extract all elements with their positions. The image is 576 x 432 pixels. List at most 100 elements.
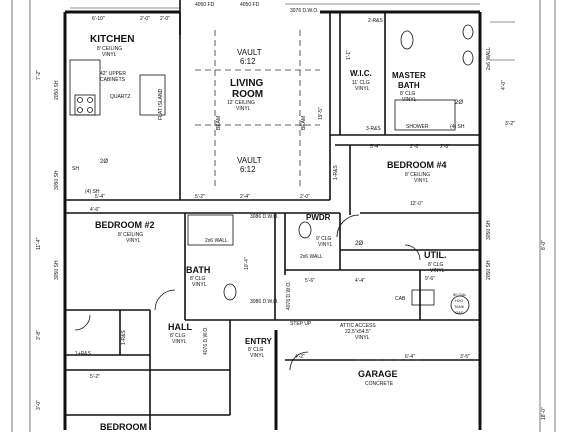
wall-tag-2: 2x6 WALL bbox=[205, 238, 228, 244]
room-name-kitchen: KITCHEN bbox=[90, 34, 134, 45]
beam-label-right: BEAM bbox=[301, 116, 307, 130]
room-name-garage: GARAGE bbox=[358, 369, 398, 379]
kitchen-fixtures bbox=[69, 59, 166, 116]
room-name-hall: HALL bbox=[168, 322, 192, 332]
outlet-tag-3: 2Ø bbox=[355, 241, 363, 247]
room-name-master-bath: MASTER bbox=[392, 71, 426, 80]
window-tag-4: 2050 SH bbox=[54, 80, 60, 100]
dim-20: 9'-6" bbox=[425, 276, 435, 282]
master-bath-floor: VINYL bbox=[402, 97, 417, 103]
living-ceiling: 12' CEILING bbox=[227, 100, 255, 106]
dim-15: 19'-5" bbox=[318, 107, 324, 120]
attic-floor-label: VINYL bbox=[355, 335, 370, 341]
dim-6: 5'-4" bbox=[370, 144, 380, 150]
vault-bottom-pitch: 6:12 bbox=[240, 165, 256, 174]
vault-top-pitch: 6:12 bbox=[240, 57, 256, 66]
kitchen-ceiling: 8' CEILING bbox=[97, 46, 122, 52]
dim-4: 2'-6" bbox=[410, 144, 420, 150]
step-up-label: STEP UP bbox=[290, 321, 312, 327]
bedroom-2-floor: VINYL bbox=[126, 238, 141, 244]
window-tag-1: 3050 SH bbox=[54, 260, 60, 280]
door-tag-3: 3086 D.W.O. bbox=[250, 299, 279, 305]
dim-2: 2'-0" bbox=[140, 16, 150, 22]
window-tag-2: 3050 SH bbox=[486, 220, 492, 240]
water-heater-3: TANK bbox=[454, 304, 465, 309]
room-name-living-2: ROOM bbox=[232, 89, 263, 100]
attic-size-label: 22.5"x54.5" bbox=[345, 329, 371, 335]
garage-floor: CONCRETE bbox=[365, 381, 394, 387]
dim-18: 5'-6" bbox=[305, 278, 315, 284]
pwdr-floor: VINYL bbox=[318, 242, 333, 248]
dim-27: 3'-0" bbox=[36, 400, 42, 410]
quartz-label: QUARTZ bbox=[110, 94, 130, 100]
interior-walls bbox=[65, 0, 480, 430]
sh-tag: SH bbox=[72, 166, 79, 172]
cab-label: CAB bbox=[395, 296, 406, 302]
rod-shelf-2: 3-R&S bbox=[366, 126, 381, 132]
beam-label-left: BEAM bbox=[216, 116, 222, 130]
bedroom-4-ceiling: 8' CEILING bbox=[405, 172, 430, 178]
dim-23: 6'-4" bbox=[405, 354, 415, 360]
water-heater-4: GAS bbox=[455, 310, 464, 315]
door-tag-7: 4076 D.W.O. bbox=[286, 281, 292, 310]
flat-island-label: FLAT ISLAND bbox=[158, 88, 164, 120]
dim-8: 3'-5" bbox=[460, 354, 470, 360]
dimension-lines bbox=[11, 0, 556, 432]
dim-26: 3'-8" bbox=[36, 330, 42, 340]
bath-floor: VINYL bbox=[192, 282, 207, 288]
rod-shelf-3: 1-R&S bbox=[333, 165, 339, 180]
entry-floor: VINYL bbox=[250, 353, 265, 359]
dim-19: 4'-4" bbox=[355, 278, 365, 284]
dim-9: 7'-2" bbox=[36, 70, 42, 80]
room-name-pwdr: PWDR bbox=[306, 213, 331, 222]
upper-cabinets-label: 42" UPPER bbox=[100, 71, 126, 77]
dim-10: 11'-4" bbox=[36, 237, 42, 250]
shelf-label-master: (4) SH bbox=[450, 124, 465, 130]
rod-shelf-1: 2-R&S bbox=[368, 18, 383, 24]
room-name-bedroom-2: BEDROOM #2 bbox=[95, 220, 155, 230]
dim-3: 2'-0" bbox=[160, 16, 170, 22]
dim-17: 10'-4" bbox=[244, 257, 250, 270]
attic-access-label: ATTIC ACCESS bbox=[340, 323, 376, 329]
room-name-entry: ENTRY bbox=[245, 337, 272, 346]
rod-shelf-5: 1-R&S bbox=[121, 330, 127, 345]
door-tag-6: 4076 D.W.O. bbox=[203, 326, 209, 355]
pwdr-ceiling: 9' CLG bbox=[316, 236, 332, 242]
window-tag-3: 2050 SH bbox=[486, 260, 492, 280]
dim-12: 5'-4" bbox=[95, 194, 105, 200]
kitchen-floor: VINYL bbox=[102, 52, 117, 58]
dim-24: 3'-2" bbox=[505, 121, 515, 127]
door-swings bbox=[74, 214, 421, 371]
bath-ceiling: 8' CLG bbox=[190, 276, 206, 282]
rod-shelf-4: 1+R&S bbox=[75, 351, 92, 357]
door-tag-4: 4050 FD bbox=[195, 2, 215, 8]
hall-ceiling: 8' CLG bbox=[170, 333, 186, 339]
hall-floor: VINYL bbox=[172, 339, 187, 345]
dim-11: 5'-2" bbox=[195, 194, 205, 200]
dim-28: 4'-0" bbox=[501, 80, 507, 90]
water-heater-1: 50 GAL bbox=[453, 292, 467, 297]
door-tag-2: 3086 D.W.O. bbox=[250, 214, 279, 220]
dim-1: 6'-10" bbox=[92, 16, 105, 22]
dim-14: 12'-0" bbox=[410, 201, 423, 207]
util-ceiling: 8' CLG bbox=[428, 262, 444, 268]
dim-25: 1'-1" bbox=[346, 50, 352, 60]
dim-22: 5'-2" bbox=[90, 374, 100, 380]
upper-cabinets-label-2: CABINETS bbox=[100, 77, 126, 83]
entry-ceiling: 8' CLG bbox=[248, 347, 264, 353]
bath-fixtures bbox=[187, 24, 474, 315]
wall-tag-3: 2x6 WALL bbox=[300, 254, 323, 260]
room-name-bedroom-4: BEDROOM #4 bbox=[387, 160, 447, 170]
dim-21: 4'-6" bbox=[90, 207, 100, 213]
wall-tag-1: 2x6 WALL bbox=[486, 47, 492, 70]
dim-7: 4'-2" bbox=[295, 354, 305, 360]
dim-30: 18'-0" bbox=[541, 407, 547, 420]
room-name-bath: BATH bbox=[186, 265, 210, 275]
vault-bottom-label: VAULT bbox=[237, 156, 262, 165]
room-name-util: UTIL. bbox=[424, 250, 447, 260]
shower-label: SHOWER bbox=[406, 124, 429, 130]
dim-16: 2'-0" bbox=[300, 194, 310, 200]
room-name-wic: W.I.C. bbox=[350, 69, 372, 78]
wic-ceiling: 11' CLG bbox=[352, 80, 370, 86]
